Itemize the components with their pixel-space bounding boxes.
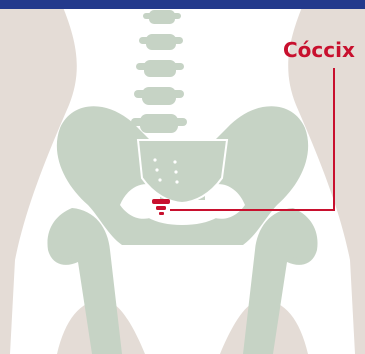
right-femoral-head <box>275 218 315 258</box>
coccyx-label: Cóccix <box>283 40 355 60</box>
top-band <box>0 0 365 9</box>
vertebra-process <box>139 37 183 44</box>
vertebra-process <box>134 90 184 98</box>
vertebra-process <box>136 63 184 70</box>
vertebra-process <box>143 13 181 19</box>
vertebra-process <box>131 118 187 126</box>
left-femoral-head <box>50 218 90 258</box>
